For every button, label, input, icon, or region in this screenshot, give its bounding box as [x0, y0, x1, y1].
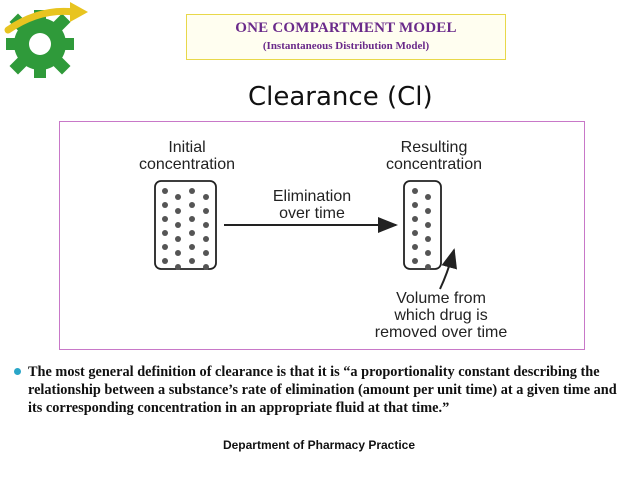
drug-particle: [425, 194, 431, 200]
volume-label-line3: removed over time: [374, 324, 508, 341]
figure-diagram: [154, 180, 457, 290]
drug-particle: [412, 188, 418, 194]
drug-particle: [412, 244, 418, 250]
resulting-drug-particles: [412, 188, 431, 270]
drug-particle: [189, 244, 195, 250]
drug-particle: [203, 236, 209, 242]
drug-particle: [162, 244, 168, 250]
drug-particle: [189, 230, 195, 236]
drug-particle: [189, 216, 195, 222]
drug-particle: [175, 264, 181, 270]
drug-particle: [189, 202, 195, 208]
drug-particle: [189, 188, 195, 194]
resulting-label-line2: concentration: [385, 156, 483, 173]
slide-title: Clearance (Cl): [248, 82, 433, 112]
drug-particle: [162, 216, 168, 222]
drug-particle: [412, 258, 418, 264]
drug-particle: [425, 264, 431, 270]
drug-particle: [203, 222, 209, 228]
drug-particle: [162, 258, 168, 264]
drug-particle: [203, 194, 209, 200]
volume-pointer-arrow: [439, 248, 457, 290]
drug-particle: [203, 208, 209, 214]
gear-arrow-logo-icon: [4, 2, 88, 78]
drug-particle: [425, 250, 431, 256]
drug-particle: [412, 202, 418, 208]
drug-particle: [203, 250, 209, 256]
drug-particle: [425, 208, 431, 214]
drug-particle: [203, 264, 209, 270]
drug-particle: [175, 236, 181, 242]
drug-particle: [175, 250, 181, 256]
drug-particle: [175, 208, 181, 214]
resulting-label-line1: Resulting: [400, 139, 468, 156]
definition-text: The most general definition of clearance…: [28, 364, 617, 416]
initial-label-line1: Initial: [168, 139, 206, 156]
elimination-label-line1: Elimination: [272, 188, 352, 205]
drug-particle: [412, 230, 418, 236]
resulting-container: [403, 180, 442, 270]
header-title: ONE COMPARTMENT MODEL: [235, 20, 457, 36]
volume-label-line2: which drug is: [394, 307, 488, 324]
clearance-figure: Initial concentration Resulting concentr…: [59, 121, 585, 350]
header-subtitle: (Instantaneous Distribution Model): [262, 40, 430, 52]
drug-particle: [162, 230, 168, 236]
resulting-concentration-label: Resulting concentration: [366, 139, 502, 173]
drug-particle: [175, 222, 181, 228]
initial-drug-particles: [162, 188, 209, 270]
drug-particle: [162, 202, 168, 208]
drug-particle: [425, 236, 431, 242]
initial-concentration-label: Initial concentration: [122, 139, 252, 173]
footer-department: Department of Pharmacy Practice: [222, 438, 416, 452]
elimination-label-line2: over time: [279, 205, 345, 222]
initial-label-line2: concentration: [138, 156, 236, 173]
drug-particle: [162, 188, 168, 194]
elimination-label: Elimination over time: [254, 188, 370, 222]
volume-label: Volume from which drug is removed over t…: [366, 290, 516, 341]
drug-particle: [189, 258, 195, 264]
initial-container: [154, 180, 217, 270]
drug-particle: [425, 222, 431, 228]
drug-particle: [175, 194, 181, 200]
volume-label-line1: Volume from: [396, 290, 486, 307]
header-box: ONE COMPARTMENT MODEL (Instantaneous Dis…: [186, 14, 506, 60]
bullet-dot-icon: [14, 368, 21, 375]
drug-particle: [412, 216, 418, 222]
